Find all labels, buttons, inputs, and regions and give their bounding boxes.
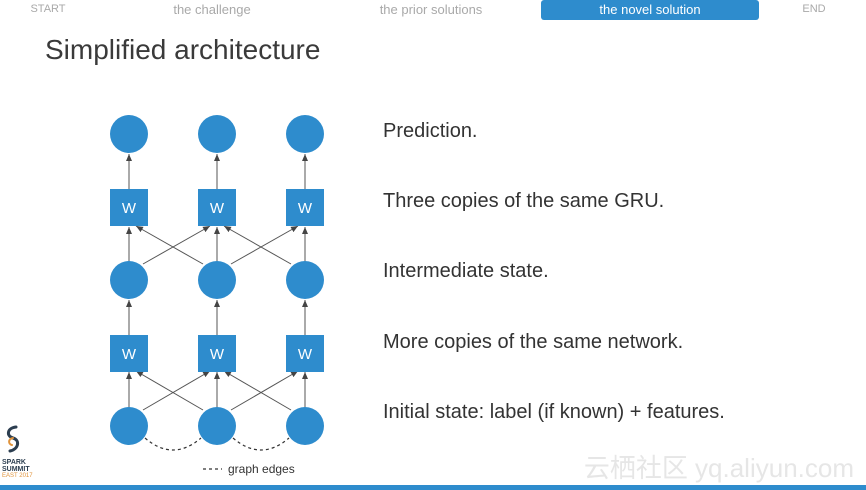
bottom-bar (0, 485, 866, 490)
upper-gru-blocks: W W W (110, 189, 324, 226)
prediction-node (110, 115, 148, 153)
edge (135, 370, 204, 411)
nav-end[interactable]: END (802, 3, 826, 15)
description-intermediate: Intermediate state. (383, 260, 549, 282)
network-block (286, 335, 324, 372)
logo-line-2: SUMMIT (2, 466, 30, 473)
initial-node (110, 407, 148, 445)
intermediate-node (198, 261, 236, 299)
intermediate-node (286, 261, 324, 299)
lower-edges (126, 370, 308, 411)
initial-node (286, 407, 324, 445)
nav-novel-solution[interactable]: the novel solution (541, 0, 759, 20)
upper-edges (126, 225, 308, 265)
network-block-label: W (298, 346, 313, 363)
edge (135, 225, 204, 265)
edge (230, 370, 299, 411)
logo-line-1: SPARK (2, 459, 26, 466)
legend: graph edges (203, 462, 295, 476)
graph-edge (232, 437, 290, 451)
nav-challenge[interactable]: the challenge (173, 2, 251, 17)
edge (142, 225, 211, 265)
spark-summit-logo: SPARK SUMMIT EAST 2017 (2, 424, 38, 480)
watermark: 云栖社区 yq.aliyun.com (583, 453, 854, 483)
edge (223, 370, 292, 411)
lower-network-blocks: W W W (110, 335, 324, 372)
network-block-label: W (122, 346, 137, 363)
upper-w-outputs (126, 154, 308, 189)
initial-node (198, 407, 236, 445)
nav-prior-solutions[interactable]: the prior solutions (379, 2, 483, 17)
description-gru: Three copies of the same GRU. (383, 190, 665, 212)
edge (223, 225, 292, 265)
graph-edge (144, 437, 202, 451)
initial-nodes (110, 407, 324, 445)
gru-block (286, 189, 324, 226)
legend-label: graph edges (228, 462, 295, 476)
gru-block-label: W (122, 200, 137, 217)
graph-edges (144, 437, 290, 451)
edge (142, 370, 211, 411)
network-block (110, 335, 148, 372)
spark-logo-icon (7, 425, 19, 453)
edge (230, 225, 299, 265)
gru-block-label: W (298, 200, 313, 217)
description-prediction: Prediction. (383, 120, 478, 142)
description-initial: Initial state: label (if known) + featur… (383, 401, 725, 423)
intermediate-node (110, 261, 148, 299)
lower-w-outputs (126, 300, 308, 336)
top-navigation: START the challenge the prior solutions … (0, 0, 866, 22)
description-network: More copies of the same network. (383, 331, 684, 353)
prediction-node (198, 115, 236, 153)
gru-block (110, 189, 148, 226)
prediction-nodes (110, 115, 324, 153)
slide-title: Simplified architecture (45, 34, 321, 65)
prediction-node (286, 115, 324, 153)
logo-line-3: EAST 2017 (2, 473, 33, 479)
gru-block-label: W (210, 200, 225, 217)
intermediate-nodes (110, 261, 324, 299)
network-block (198, 335, 236, 372)
nav-start[interactable]: START (30, 3, 66, 15)
network-block-label: W (210, 346, 225, 363)
gru-block (198, 189, 236, 226)
